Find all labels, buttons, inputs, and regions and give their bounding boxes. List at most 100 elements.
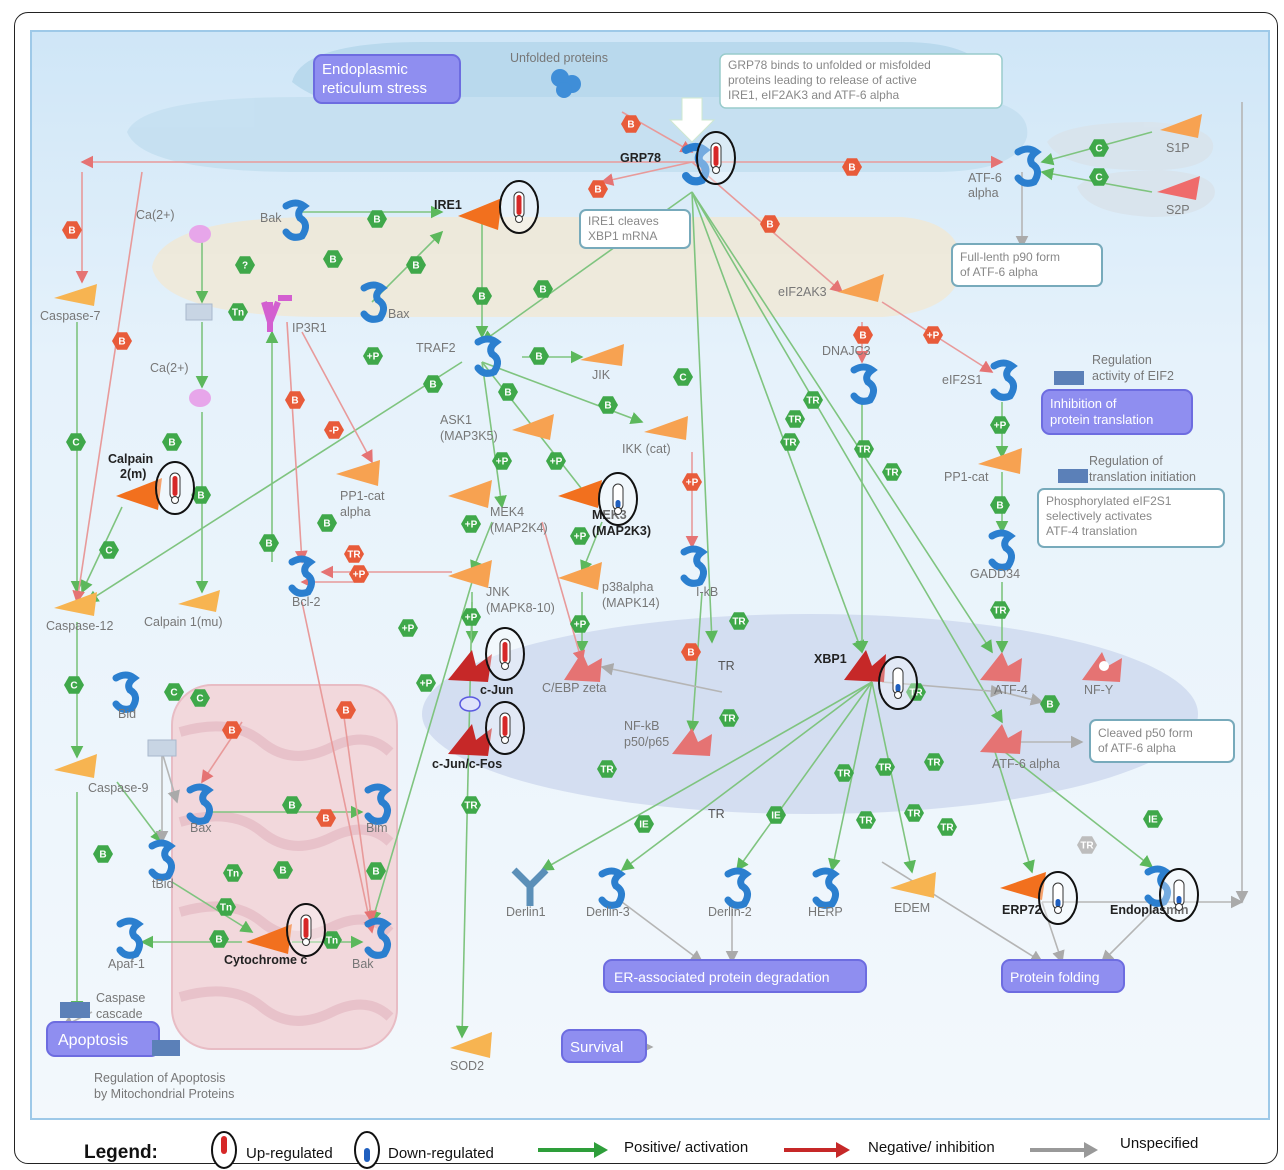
edge-badge: C (164, 683, 184, 701)
svg-text:ATF-6 alpha: ATF-6 alpha (992, 757, 1060, 771)
svg-text:-P: -P (329, 426, 339, 437)
bcl2-node: Bcl-2 (288, 555, 321, 609)
atf4-node: ATF-4 (980, 652, 1028, 697)
svg-text:B: B (848, 163, 855, 174)
svg-text:ER-associated protein degradat: ER-associated protein degradation (614, 969, 830, 985)
edge-badge: B (842, 158, 862, 176)
svg-text:(MAPK8-10): (MAPK8-10) (486, 601, 555, 615)
svg-text:c-Jun/c-Fos: c-Jun/c-Fos (432, 757, 502, 771)
edge-badge: +P (546, 452, 566, 470)
svg-text:B: B (412, 261, 419, 272)
svg-text:Calpain 1(mu): Calpain 1(mu) (144, 615, 223, 629)
atf6-alpha-node: ATF-6 alpha (968, 145, 1042, 200)
edge-badge: C (64, 676, 84, 694)
svg-text:C/EBP zeta: C/EBP zeta (542, 681, 606, 695)
edge-badge: C (66, 433, 86, 451)
svg-text:+P: +P (496, 457, 509, 468)
svg-text:IE: IE (771, 811, 781, 822)
legend-down-label: Down-regulated (388, 1145, 494, 1162)
svg-text:+P: +P (367, 352, 380, 363)
svg-text:NF-kB: NF-kB (624, 719, 659, 733)
bid-square (147, 739, 177, 757)
svg-text:HERP: HERP (808, 905, 843, 919)
svg-text:Bax: Bax (388, 307, 410, 321)
edge-badge: B (209, 930, 229, 948)
svg-text:Apoptosis: Apoptosis (58, 1032, 128, 1049)
edge-badge: B (285, 391, 305, 409)
edge-badge: ? (235, 256, 255, 274)
bim-node: Bim (364, 783, 392, 835)
svg-text:+P: +P (994, 421, 1007, 432)
svg-text:TR: TR (1080, 841, 1094, 852)
edge-badge: TR (729, 612, 749, 630)
svg-text:IRE1, eIF2AK3 and ATF-6 alpha: IRE1, eIF2AK3 and ATF-6 alpha (728, 88, 900, 102)
svg-text:B: B (996, 501, 1003, 512)
edge-badge: TR (856, 811, 876, 829)
calcium-node-1: Ca(2+) (136, 208, 211, 243)
svg-text:Bim: Bim (366, 821, 388, 835)
edge-badge: B (406, 256, 426, 274)
edge-badge: IE (1143, 810, 1163, 828)
svg-text:B: B (197, 491, 204, 502)
edge-badge: TR (344, 545, 364, 563)
svg-text:TR: TR (783, 438, 797, 449)
xbp1-node: XBP1 (814, 650, 886, 682)
svg-text:Ca(2+): Ca(2+) (150, 361, 189, 375)
erp72-node: ERP72 (1000, 872, 1046, 917)
reg-apoptosis-label-2: by Mitochondrial Proteins (94, 1087, 234, 1101)
svg-text:+P: +P (353, 570, 366, 581)
svg-text:ATF-4: ATF-4 (994, 683, 1028, 697)
nodes: Unfolded proteins GRP78 ATF-6 alpha S1P … (40, 51, 1202, 1101)
svg-text:NF-Y: NF-Y (1084, 683, 1114, 697)
edge-badge: +P (461, 608, 481, 626)
edge-badge: B (423, 375, 443, 393)
reg-init-square (1058, 469, 1088, 483)
svg-text:eIF2AK3: eIF2AK3 (778, 285, 827, 299)
edge-badge: B (681, 643, 701, 661)
reg-eif2-label-1: Regulation (1092, 353, 1152, 367)
svg-text:+P: +P (686, 478, 699, 489)
edge-badge: B (472, 287, 492, 305)
svg-text:TR: TR (600, 765, 614, 776)
svg-text:B: B (478, 292, 485, 303)
svg-text:c-Jun: c-Jun (480, 683, 513, 697)
svg-text:(MAP2K3): (MAP2K3) (592, 524, 651, 538)
svg-text:C: C (72, 438, 79, 449)
svg-text:XBP1 mRNA: XBP1 mRNA (588, 229, 657, 243)
svg-text:(MAP3K5): (MAP3K5) (440, 429, 498, 443)
edge-badge: B (93, 845, 113, 863)
legend-negative-arrow (784, 1142, 850, 1158)
note-p50: Cleaved p50 form of ATF-6 alpha (1089, 719, 1235, 763)
svg-text:+P: +P (465, 520, 478, 531)
svg-text:TR: TR (347, 550, 361, 561)
up-regulated-icon (485, 627, 525, 681)
svg-text:+P: +P (574, 532, 587, 543)
svg-text:+P: +P (402, 624, 415, 635)
svg-text:B: B (535, 352, 542, 363)
edge-badge: +P (492, 452, 512, 470)
note-grp78: GRP78 binds to unfolded or misfolded pro… (719, 53, 1003, 109)
edge-badge: B (323, 250, 343, 268)
edge-badge: B (367, 210, 387, 228)
herp-node: HERP (808, 867, 843, 919)
legend-down-icon (354, 1131, 380, 1169)
edge-badge: TR (937, 818, 957, 836)
bax-top-node: Bax (360, 281, 410, 323)
svg-text:Tn: Tn (227, 869, 239, 880)
legend-unspecified-label: Unspecified (1120, 1135, 1198, 1152)
process-erad: ER-associated protein degradation (603, 959, 867, 993)
edge-badge: B (760, 215, 780, 233)
svg-text:TR: TR (907, 809, 921, 820)
edge-badge: B (62, 221, 82, 239)
edge-badge: TR (834, 764, 854, 782)
edge-badge: B (498, 383, 518, 401)
svg-text:ATF-4 translation: ATF-4 translation (1046, 524, 1137, 538)
svg-text:B: B (372, 867, 379, 878)
svg-text:TR: TR (806, 396, 820, 407)
svg-text:2(m): 2(m) (120, 467, 146, 481)
caspase12-node: Caspase-12 (46, 592, 113, 633)
edge-badge: B (990, 496, 1010, 514)
svg-text:B: B (265, 539, 272, 550)
up-regulated-icon (696, 131, 736, 185)
process-apoptosis: Apoptosis (46, 1021, 160, 1057)
